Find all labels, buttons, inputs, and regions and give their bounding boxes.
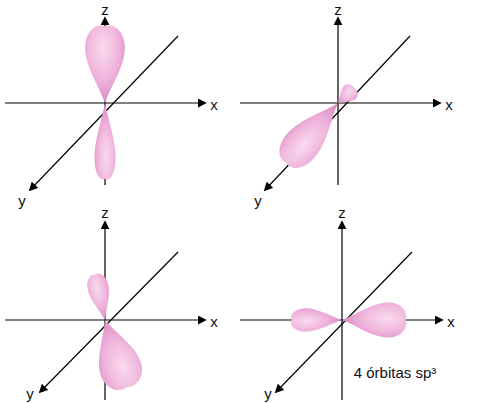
axis-label: y [254, 193, 262, 208]
axes [5, 18, 442, 400]
axis-label: x [447, 314, 455, 329]
axis-label: x [210, 97, 218, 112]
axis-label: z [101, 2, 109, 17]
axis-label: x [445, 97, 453, 112]
axis-label: y [18, 193, 26, 208]
axis-label: z [338, 205, 346, 220]
axis-label: y [26, 386, 34, 401]
axis-label: x [210, 314, 218, 329]
axis-label: y [264, 386, 272, 401]
axis-label: z [334, 2, 342, 17]
sp3-lobes [85, 25, 406, 394]
caption-label: 4 órbitas sp³ [354, 365, 437, 380]
axis-label: z [101, 205, 109, 220]
